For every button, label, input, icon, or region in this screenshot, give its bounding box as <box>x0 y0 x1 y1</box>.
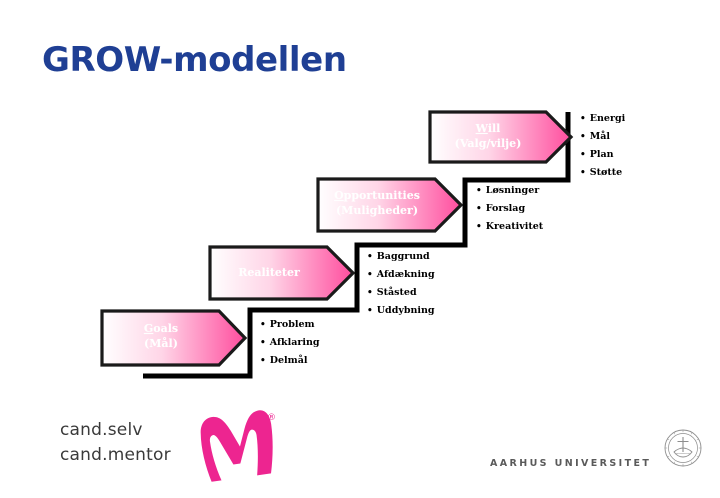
bullet-item: Ståsted <box>367 284 435 302</box>
trademark-symbol: ® <box>267 413 276 423</box>
bullets-will: Energi Mål Plan Støtte <box>580 110 625 182</box>
university-wordmark: AARHUS UNIVERSITET <box>490 458 652 469</box>
bullet-item: Kreativitet <box>476 218 543 236</box>
arrow-opportunities[interactable]: Opportunities (Muligheder) <box>316 176 464 234</box>
aarhus-university-seal <box>664 429 702 467</box>
bullet-item: Energi <box>580 110 625 128</box>
bullets-opportunities: Løsninger Forslag Kreativitet <box>476 182 543 236</box>
bullet-item: Delmål <box>260 352 320 370</box>
bullets-goals: Problem Afklaring Delmål <box>260 316 320 370</box>
page-title: GROW-modellen <box>42 40 347 80</box>
bullet-item: Afdækning <box>367 266 435 284</box>
brand-wordmark: cand.selv cand.mentor <box>60 418 171 468</box>
bullet-item: Mål <box>580 128 625 146</box>
bullets-realities: Baggrund Afdækning Ståsted Uddybning <box>367 248 435 320</box>
arrow-goals[interactable]: Goals (Mål) <box>100 308 248 368</box>
bullet-item: Løsninger <box>476 182 543 200</box>
arrow-will[interactable]: Will (Valg/vilje) <box>428 109 574 165</box>
bullet-item: Forslag <box>476 200 543 218</box>
brand-line-2: cand.mentor <box>60 445 171 465</box>
arrow-realities[interactable]: Realiteter <box>208 244 356 302</box>
bullet-item: Støtte <box>580 164 625 182</box>
bullet-item: Baggrund <box>367 248 435 266</box>
bullet-item: Uddybning <box>367 302 435 320</box>
bullet-item: Problem <box>260 316 320 334</box>
bullet-item: Plan <box>580 146 625 164</box>
brand-line-1: cand.selv <box>60 420 143 440</box>
bullet-item: Afklaring <box>260 334 320 352</box>
m-monogram-logo: ® <box>200 410 276 482</box>
